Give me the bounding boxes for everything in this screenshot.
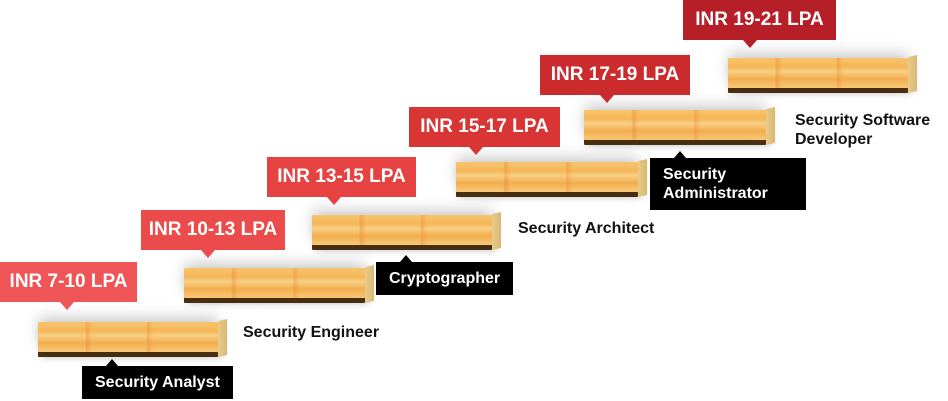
wood-plank-step: [456, 162, 638, 192]
salary-label: INR 19-21 LPA: [683, 0, 836, 48]
salary-label: INR 15-17 LPA: [409, 107, 560, 155]
salary-label: INR 17-19 LPA: [540, 55, 690, 103]
wood-plank-step: [728, 58, 908, 88]
wood-plank-step: [312, 215, 492, 245]
role-label: Cryptographer: [376, 255, 514, 295]
salary-label: INR 10-13 LPA: [141, 210, 285, 258]
wood-plank-step: [38, 322, 218, 352]
wood-plank-step: [584, 110, 766, 140]
role-label: Security Administrator: [650, 151, 806, 210]
salary-label: INR 7-10 LPA: [0, 262, 137, 310]
role-label: Security Engineer: [230, 309, 393, 349]
wood-plank-step: [184, 268, 365, 298]
role-label: Security Software Developer: [782, 97, 948, 156]
role-label: Security Analyst: [82, 359, 233, 399]
role-label: Security Architect: [505, 205, 668, 245]
salary-label: INR 13-15 LPA: [267, 157, 416, 205]
